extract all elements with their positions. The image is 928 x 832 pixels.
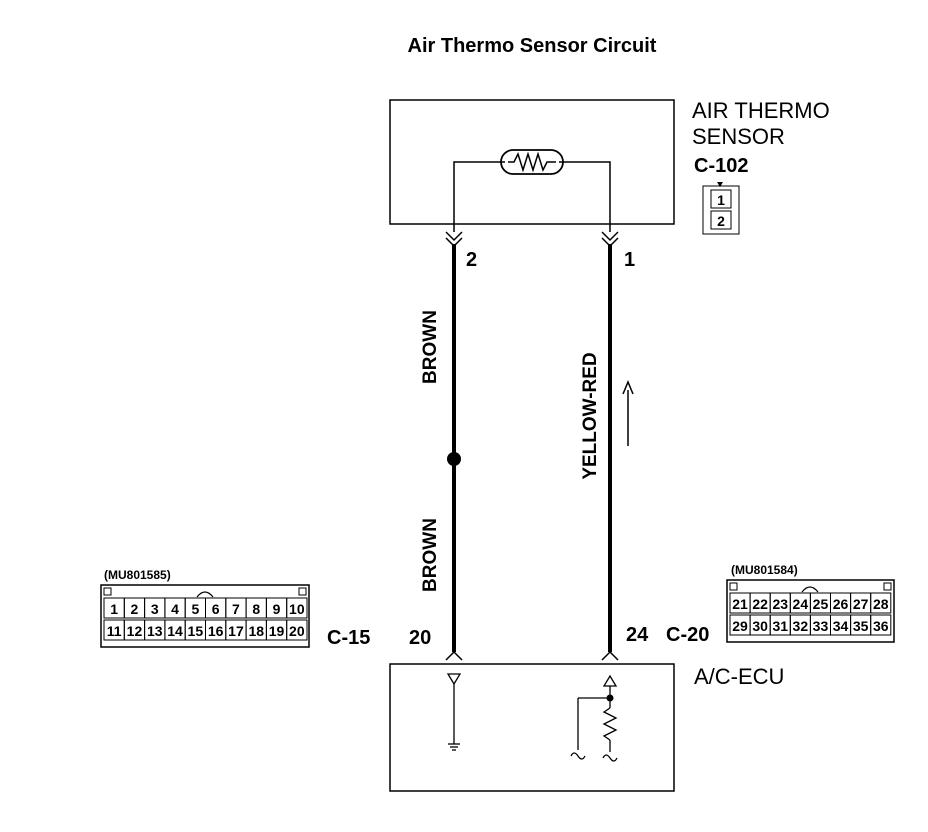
c15-cell <box>286 619 308 641</box>
sensor-internal-wire-right <box>559 161 611 232</box>
signal-direction-arrow-icon <box>622 380 634 446</box>
c15-pin-8: 8 <box>252 601 260 617</box>
c15-pin-18: 18 <box>248 623 264 639</box>
ecu-right-connector-label: C-20 <box>666 624 709 646</box>
c20-pin-29: 29 <box>732 618 748 634</box>
c20-pin-24: 24 <box>793 596 809 612</box>
sensor-internal-wire-left <box>453 161 505 232</box>
c20-pin-33: 33 <box>813 618 829 634</box>
c15-pin-11: 11 <box>107 623 122 639</box>
ecu-left-connector-label: C-15 <box>327 627 370 649</box>
c20-pin-22: 22 <box>752 596 768 612</box>
wire-label-yellow-red: YELLOW-RED <box>580 352 601 479</box>
c20-pin-36: 36 <box>873 618 889 634</box>
c15-pin-1: 1 <box>110 601 118 617</box>
c20-pin-28: 28 <box>873 596 889 612</box>
c20-pin-32: 32 <box>793 618 809 634</box>
c20-pin-23: 23 <box>772 596 788 612</box>
c20-cell <box>870 614 892 636</box>
c20-pin-26: 26 <box>833 596 849 612</box>
c15-part-number: (MU801585) <box>104 568 171 582</box>
c20-pin-25: 25 <box>813 596 829 612</box>
sensor-pin-left-label: 2 <box>466 249 477 271</box>
ecu-name: A/C-ECU <box>694 664 784 689</box>
ecu-left-pin-label: 20 <box>409 627 431 649</box>
c15-pin-2: 2 <box>131 601 139 617</box>
c15-pin-20: 20 <box>289 623 305 639</box>
ecu-right-pin-label: 24 <box>626 624 649 646</box>
ecu-pin20-terminal-icon <box>445 650 463 661</box>
c15-pin-12: 12 <box>127 623 143 639</box>
ecu-junction-dot <box>606 694 614 702</box>
c20-pin-21: 21 <box>732 596 748 612</box>
c15-pin-5: 5 <box>191 601 199 617</box>
splice-point <box>447 452 461 466</box>
c15-pin-15: 15 <box>188 623 204 639</box>
sensor-pin1-terminal-icon <box>601 231 619 248</box>
wire-label-brown-lower: BROWN <box>420 518 441 592</box>
sensor-pin2-terminal-icon <box>445 231 463 248</box>
c20-pin-27: 27 <box>853 596 869 612</box>
c15-pin-17: 17 <box>228 623 244 639</box>
c15-cell <box>286 597 308 619</box>
c20-part-number: (MU801584) <box>731 563 798 577</box>
c15-pin-10: 10 <box>289 601 305 617</box>
connector-c102-icon: 1 2 <box>702 182 740 235</box>
c20-pin-31: 31 <box>772 618 788 634</box>
wire-label-brown-upper: BROWN <box>420 310 441 384</box>
ecu-pin24-terminal-icon <box>601 650 619 661</box>
sensor-box <box>389 99 675 225</box>
c102-pin-2: 2 <box>717 213 725 229</box>
c20-pin-34: 34 <box>833 618 849 634</box>
ground-icon <box>446 673 462 751</box>
sensor-name-line2: SENSOR <box>692 124 785 149</box>
c15-pin-19: 19 <box>269 623 285 639</box>
c20-pin-30: 30 <box>752 618 768 634</box>
thermistor-icon <box>500 149 564 175</box>
sensor-connector-label: C-102 <box>694 155 748 177</box>
pull-up-resistor-icon <box>570 674 618 762</box>
sensor-name-line1: AIR THERMO <box>692 98 830 123</box>
c15-pin-4: 4 <box>171 601 179 617</box>
c15-pin-13: 13 <box>147 623 163 639</box>
c15-pin-16: 16 <box>208 623 224 639</box>
ecu-box <box>389 663 675 792</box>
c15-pin-6: 6 <box>212 601 220 617</box>
c102-pin-1: 1 <box>717 192 725 208</box>
sensor-pin-right-label: 1 <box>624 249 635 271</box>
c15-pin-14: 14 <box>167 623 183 639</box>
c20-pin-35: 35 <box>853 618 869 634</box>
diagram-title: Air Thermo Sensor Circuit <box>408 35 657 57</box>
c20-cell <box>870 592 892 614</box>
c15-pin-9: 9 <box>273 601 281 617</box>
c15-pin-3: 3 <box>151 601 159 617</box>
c15-pin-7: 7 <box>232 601 240 617</box>
